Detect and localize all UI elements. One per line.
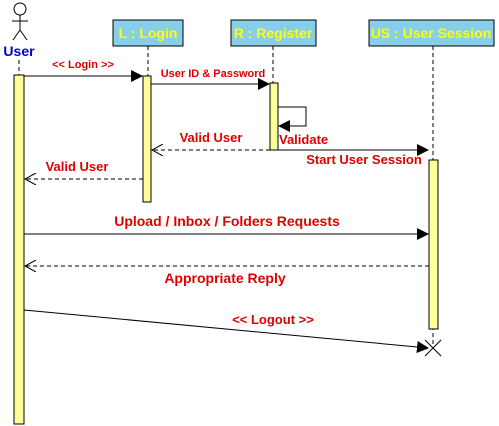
valid-user-user-label: Valid User [46,159,109,174]
validate-self-arrow [278,106,307,132]
validate-message-label: Validate [279,132,328,147]
session-activation [428,159,439,330]
login-activation [142,75,152,203]
requests-label: Upload / Inbox / Folders Requests [114,213,340,229]
login-message-label: << Login >> [52,59,114,71]
session-destroy-icon [424,339,442,357]
reply-label: Appropriate Reply [164,270,286,286]
participant-login-label: L : Login [119,25,178,41]
credentials-message-label: User ID & Password [161,68,266,80]
user-actor-label: User [3,43,35,59]
logout-arrow [23,309,429,353]
participant-login: L : Login [112,19,184,47]
participant-register-label: R : Register [234,25,313,41]
user-activation [13,74,25,425]
participant-session-label: US : User Session [371,25,492,41]
participant-session: US : User Session [368,19,495,47]
participant-register: R : Register [230,19,317,47]
logout-label: << Logout >> [232,312,314,327]
register-activation [269,82,279,151]
user-actor-icon [12,2,28,41]
valid-user-login-label: Valid User [180,130,243,145]
start-session-label: Start User Session [306,152,422,167]
